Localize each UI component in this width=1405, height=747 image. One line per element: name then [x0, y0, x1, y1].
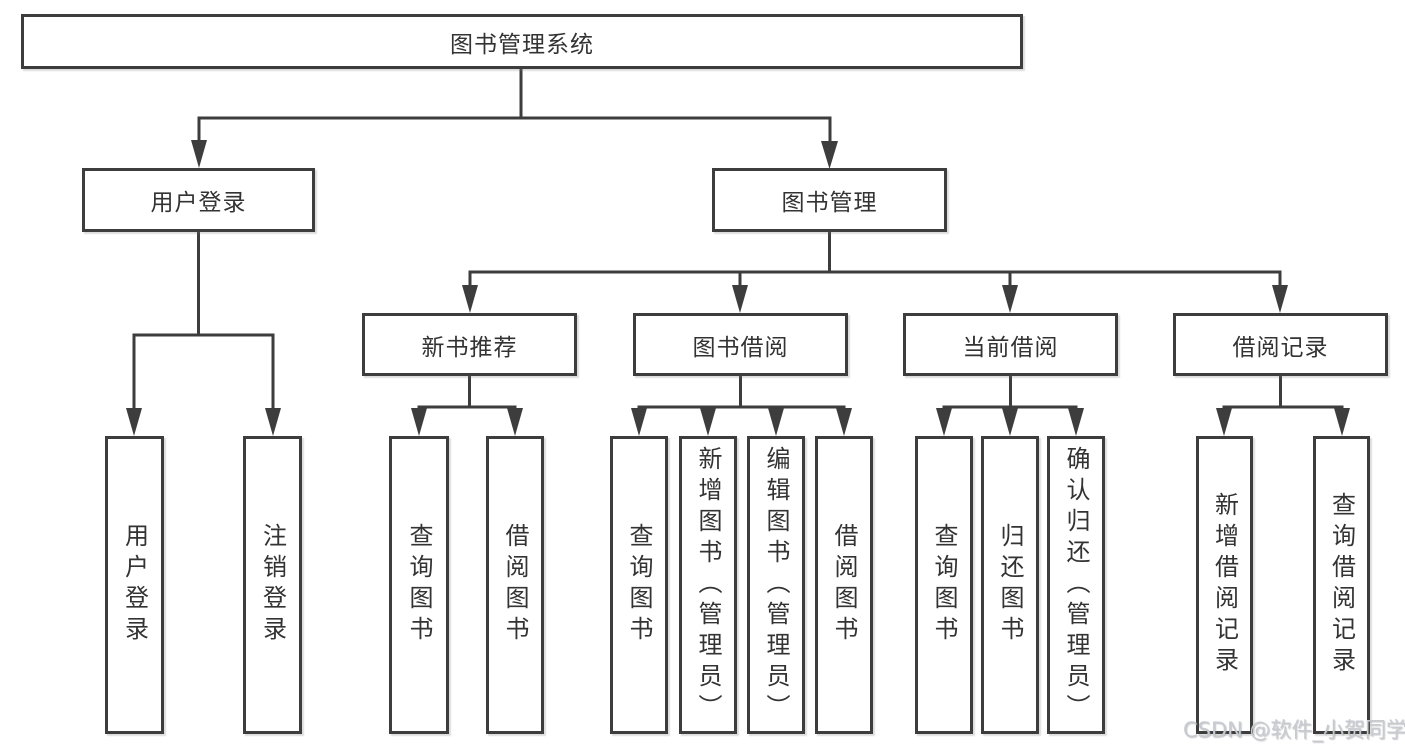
leaf-cur-confirm-return: 确认归还（管理员）	[1047, 436, 1105, 734]
node-current-borrowing: 当前借阅	[903, 313, 1118, 376]
leaf-borrow-query-books-label: 查询图书	[625, 523, 653, 647]
leaf-cur-confirm-return-label: 确认归还（管理员）	[1062, 445, 1090, 725]
arrowhead-icons	[126, 140, 1350, 436]
leaf-borrow-query-books: 查询图书	[610, 436, 668, 734]
node-borrowing-records-label: 借阅记录	[1232, 334, 1329, 361]
node-root: 图书管理系统	[21, 14, 1023, 69]
node-book-borrowing-label: 图书借阅	[692, 334, 789, 361]
leaf-record-query-label: 查询借阅记录	[1327, 492, 1356, 678]
node-current-borrowing-label: 当前借阅	[962, 334, 1059, 361]
leaf-cur-return-books-label: 归还图书	[996, 523, 1024, 647]
leaf-borrow-add-books-label: 新增图书（管理员）	[694, 445, 722, 725]
leaf-borrow-edit-books-label: 编辑图书（管理员）	[762, 445, 790, 725]
leaf-user-login-label: 用户登录	[120, 523, 149, 647]
node-user-login-label: 用户登录	[150, 190, 247, 216]
leaf-record-add: 新增借阅记录	[1196, 436, 1253, 734]
node-new-book-recommend: 新书推荐	[362, 313, 577, 376]
csdn-watermark: CSDN @软件_小贺同学	[1183, 718, 1405, 742]
leaf-user-login: 用户登录	[105, 436, 164, 734]
leaf-borrow-add-books: 新增图书（管理员）	[679, 436, 737, 734]
node-root-label: 图书管理系统	[450, 31, 594, 58]
leaf-rec-query-books: 查询图书	[389, 436, 449, 734]
leaf-record-add-label: 新增借阅记录	[1210, 492, 1239, 678]
leaf-borrow-edit-books: 编辑图书（管理员）	[747, 436, 805, 734]
node-borrowing-records: 借阅记录	[1173, 313, 1388, 376]
leaf-cur-query-books-label: 查询图书	[930, 523, 958, 647]
leaf-rec-borrow-books: 借阅图书	[486, 436, 544, 734]
leaf-borrow-borrow-books-label: 借阅图书	[830, 523, 858, 647]
leaf-cur-query-books: 查询图书	[915, 436, 973, 734]
leaf-rec-query-books-label: 查询图书	[405, 523, 433, 647]
node-book-borrowing: 图书借阅	[633, 313, 848, 376]
node-book-management-label: 图书管理	[781, 190, 878, 216]
node-book-management: 图书管理	[712, 168, 947, 232]
leaf-borrow-borrow-books: 借阅图书	[815, 436, 873, 734]
leaf-rec-borrow-books-label: 借阅图书	[501, 523, 529, 647]
leaf-logout-label: 注销登录	[258, 523, 287, 647]
leaf-logout: 注销登录	[243, 436, 302, 734]
node-new-book-recommend-label: 新书推荐	[421, 334, 518, 361]
leaf-record-query: 查询借阅记录	[1313, 436, 1370, 734]
node-user-login: 用户登录	[82, 168, 315, 232]
leaf-cur-return-books: 归还图书	[981, 436, 1039, 734]
